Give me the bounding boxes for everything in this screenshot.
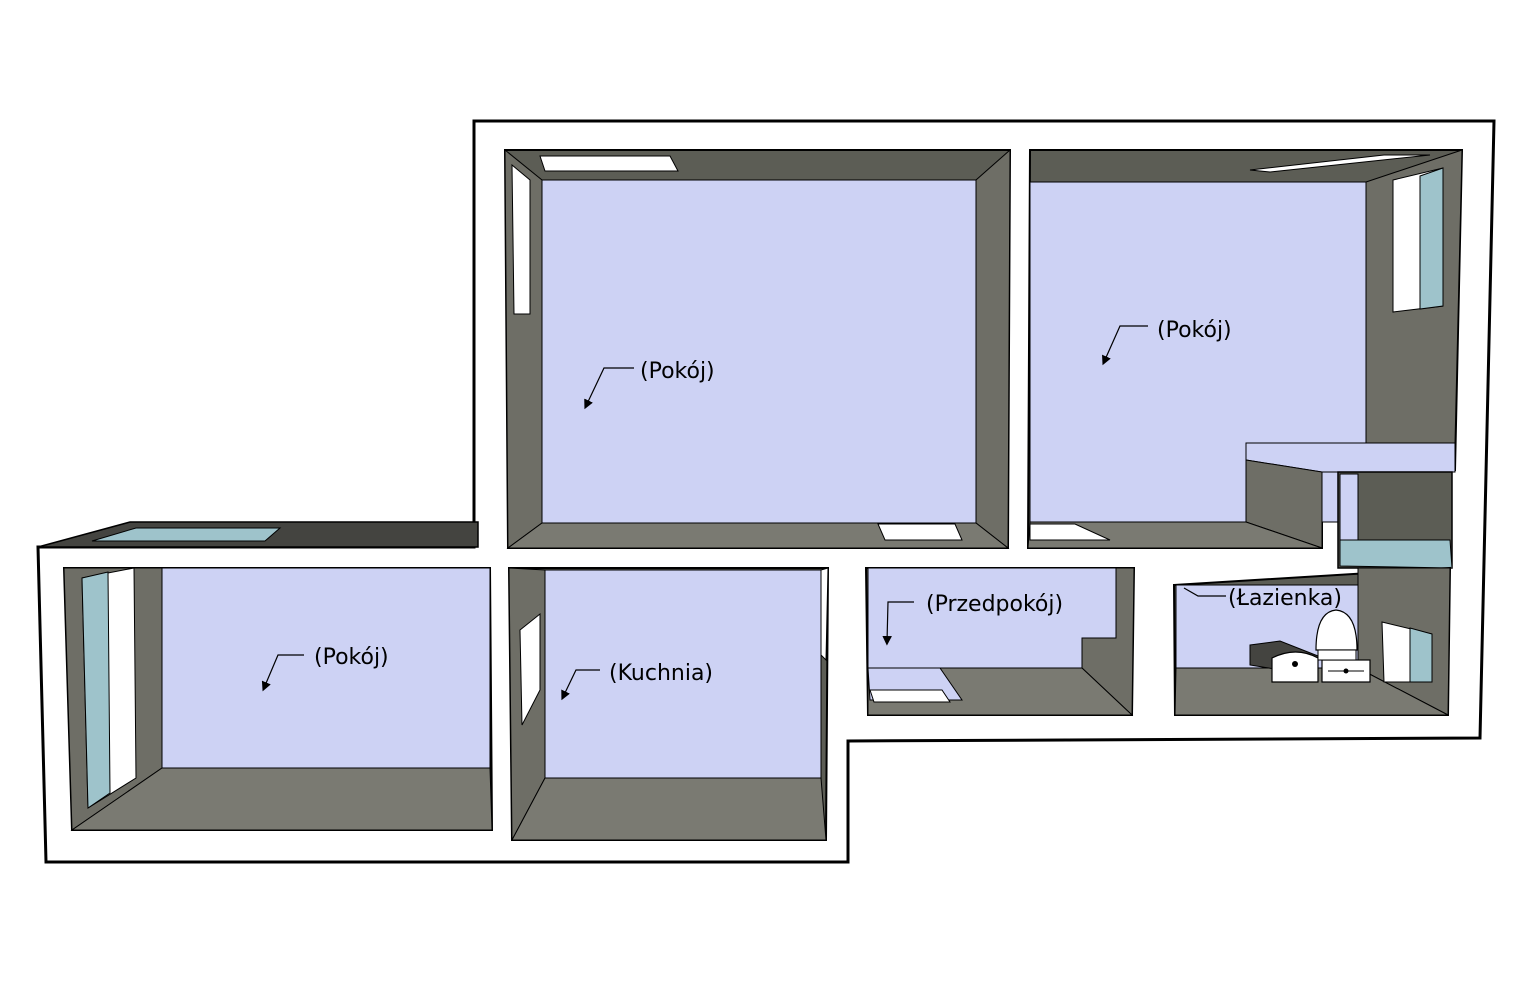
- room-right: [1026, 149, 1464, 549]
- label-left-room: (Pokój): [261, 645, 389, 692]
- corridor-glass: [1339, 539, 1453, 569]
- left-room-top-window: [91, 527, 282, 542]
- hallway-door-bottom: [869, 689, 951, 703]
- sink-icon: [1321, 659, 1371, 683]
- label-right-room: (Pokój): [1102, 318, 1232, 366]
- right-room-window-top: [1249, 154, 1431, 173]
- kitchen-window: [519, 612, 541, 726]
- room-label: (Pokój): [314, 645, 389, 670]
- room-label: (Przedpokój): [926, 592, 1063, 617]
- big-room-right-wall: [975, 148, 1011, 550]
- corridor-right: [1337, 471, 1453, 569]
- room-hallway: [864, 567, 1136, 717]
- bathtub-icon: [1249, 640, 1319, 683]
- leader-arrow: [1102, 325, 1148, 366]
- label-kitchen: (Kuchnia): [561, 661, 713, 701]
- room-label: (Łazienka): [1228, 586, 1342, 611]
- room-label: (Pokój): [1157, 318, 1232, 343]
- right-room-bottom-wall: [1027, 521, 1323, 549]
- big-room-window-left: [511, 163, 531, 315]
- big-room-floor: [541, 179, 977, 524]
- toilet-icon: [1315, 609, 1358, 661]
- left-room-floor: [161, 567, 491, 769]
- leader-arrow: [584, 367, 634, 410]
- leader-arrow: [561, 669, 600, 701]
- room-big: [503, 148, 1012, 550]
- leader-arrow: [882, 601, 914, 646]
- leader-arrow: [261, 654, 304, 692]
- room-label: (Pokój): [640, 359, 715, 384]
- leader-arrow: [1183, 587, 1226, 597]
- right-room-window-right-glass: [1419, 167, 1444, 310]
- label-bathroom: (Łazienka): [1183, 586, 1342, 611]
- corridor-door: [1339, 473, 1359, 541]
- room-left: [62, 567, 494, 831]
- room-kitchen: [507, 567, 830, 841]
- left-room-bottom-wall: [70, 767, 493, 831]
- left-room-window-glass: [81, 571, 111, 809]
- right-room-door-bottom: [1029, 523, 1111, 541]
- kitchen-bottom-wall: [511, 777, 827, 841]
- room-bathroom: [1172, 566, 1452, 716]
- hallway-floor: [867, 567, 1117, 669]
- room-label: (Kuchnia): [609, 661, 713, 686]
- label-big-room: (Pokój): [584, 359, 715, 410]
- bathroom-window-glass: [1409, 627, 1433, 683]
- label-hallway: (Przedpokój): [882, 592, 1063, 646]
- big-room-door-bottom: [877, 523, 963, 541]
- kitchen-door-right: [820, 567, 829, 662]
- big-room-window-top: [539, 155, 679, 172]
